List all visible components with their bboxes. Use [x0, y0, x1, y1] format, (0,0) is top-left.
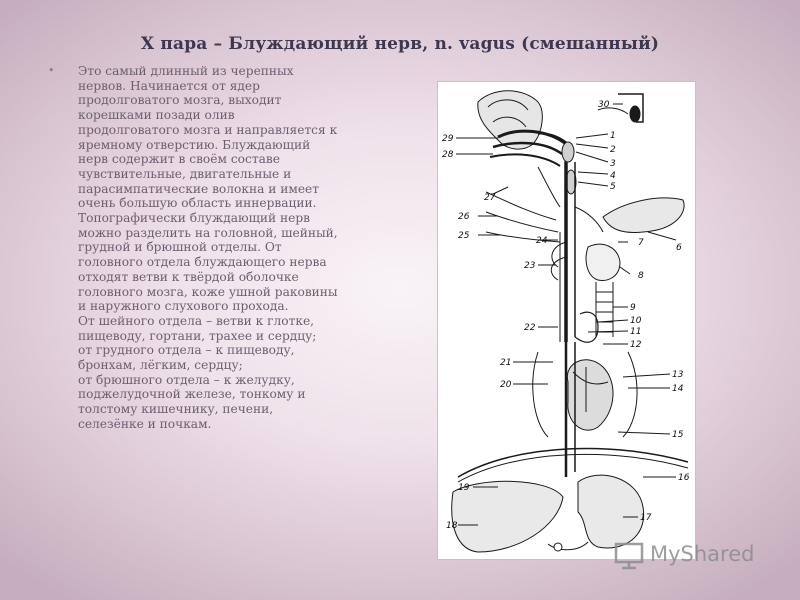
label-7: 7	[638, 238, 644, 248]
paragraph-thoracic: от грудного отдела – к пищеводу, бронхам…	[78, 343, 295, 373]
label-26: 26	[458, 212, 470, 222]
anatomy-illustration: 30 1 2 3 4 5 6 7 8 9 10 11 12 13 14 15 1…	[442, 90, 690, 553]
label-27: 27	[484, 193, 496, 203]
label-19: 19	[458, 483, 470, 493]
labels-right: 30 1 2 3 4 5 6 7 8 9 10 11 12 13 14 15 1…	[598, 100, 690, 523]
label-8: 8	[638, 271, 644, 281]
slide-title: X пара – Блуждающий нерв, n. vagus (смеш…	[140, 34, 660, 54]
label-13: 13	[672, 370, 684, 380]
watermark-text: MyShared	[650, 542, 755, 566]
paragraph-abdominal: от брюшного отдела – к желудку, поджелуд…	[78, 372, 306, 431]
label-24: 24	[536, 236, 548, 246]
labels-left: 29 28 27 26 25 24 23 22 21 20 19 18	[442, 134, 548, 531]
label-16: 16	[678, 473, 690, 483]
label-22: 22	[524, 323, 536, 333]
label-20: 20	[500, 380, 512, 390]
label-23: 23	[524, 261, 536, 271]
label-5: 5	[610, 182, 616, 192]
paragraph-intro: Это самый длинный из черепных нервов. На…	[78, 64, 338, 314]
label-15: 15	[672, 430, 684, 440]
label-10: 10	[630, 316, 642, 326]
label-6: 6	[676, 243, 682, 253]
label-4: 4	[610, 171, 616, 181]
label-30: 30	[598, 100, 610, 110]
bullet-marker: •	[48, 64, 55, 77]
label-14: 14	[672, 384, 684, 394]
label-18: 18	[446, 521, 458, 531]
label-28: 28	[442, 150, 454, 160]
label-17: 17	[640, 513, 652, 523]
vagus-nerve-diagram: 30 1 2 3 4 5 6 7 8 9 10 11 12 13 14 15 1…	[437, 81, 696, 560]
label-12: 12	[630, 340, 642, 350]
watermark: MyShared	[612, 540, 772, 570]
label-1: 1	[610, 131, 616, 141]
label-29: 29	[442, 134, 454, 144]
label-2: 2	[610, 145, 616, 155]
label-11: 11	[630, 327, 641, 337]
label-3: 3	[610, 159, 616, 169]
paragraph-cervical: От шейного отдела – ветви к глотке, пище…	[78, 313, 317, 343]
presentation-icon	[614, 542, 644, 570]
label-25: 25	[458, 231, 470, 241]
label-9: 9	[630, 303, 636, 313]
description-text: • Это самый длинный из черепных нервов. …	[48, 64, 338, 432]
label-21: 21	[500, 358, 511, 368]
